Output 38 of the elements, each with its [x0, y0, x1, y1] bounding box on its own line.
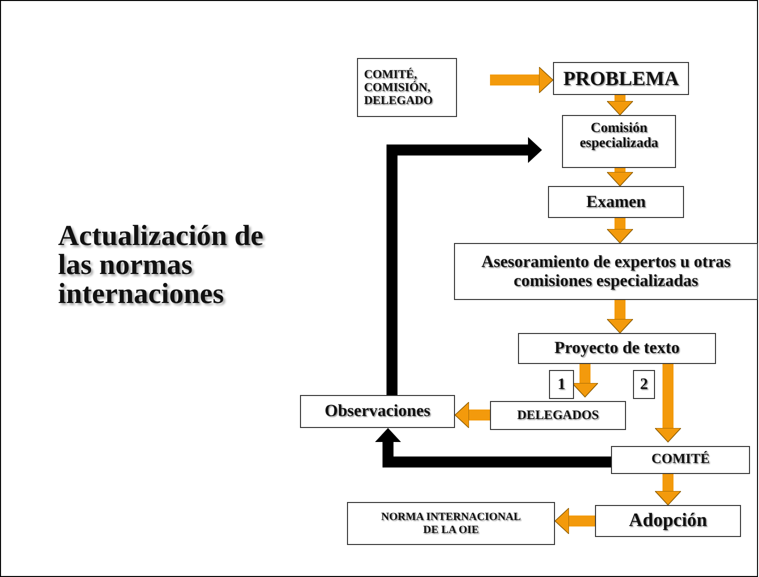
arrow	[386, 137, 542, 395]
box-text: 1	[558, 376, 566, 394]
box-text: COMITÉ	[651, 452, 710, 468]
arrow	[606, 95, 634, 116]
process-box	[490, 401, 626, 430]
arrow	[554, 508, 595, 534]
box-text: 2	[640, 376, 648, 394]
box-text: PROBLEMA	[563, 68, 679, 90]
process-box	[300, 395, 455, 428]
process-box	[518, 333, 716, 364]
step-number	[549, 370, 574, 399]
process-box	[562, 115, 676, 168]
box-text: Adopción	[628, 510, 708, 532]
source-box	[357, 58, 457, 117]
box-text: NORMA INTERNACIONAL DE LA OIE	[380, 511, 522, 536]
arrow	[654, 364, 682, 442]
box-text: Observaciones	[324, 402, 430, 421]
box-text: Examen	[586, 192, 646, 212]
arrow	[454, 402, 490, 428]
diagram-title: Actualización de las normas internaciones	[58, 222, 264, 309]
process-box	[595, 505, 741, 537]
arrow	[654, 474, 682, 506]
process-box	[611, 446, 750, 474]
arrow	[490, 66, 554, 94]
arrow	[606, 218, 634, 244]
arrow	[606, 168, 634, 186]
process-box	[454, 243, 758, 300]
step-number	[633, 370, 655, 399]
process-box	[553, 62, 689, 95]
box-text: Proyecto de texto	[554, 339, 680, 358]
arrow	[606, 300, 634, 334]
process-box	[548, 186, 684, 218]
box-text: DELEGADOS	[517, 408, 599, 423]
box-text: COMITÉ, COMISIÓN, DELEGADO	[364, 68, 434, 108]
box-text: Comisión especializada	[578, 121, 660, 152]
box-text: Asesoramiento de expertos u otras comisiones especializadas	[480, 252, 732, 290]
arrow	[375, 428, 611, 468]
process-box	[347, 502, 555, 545]
